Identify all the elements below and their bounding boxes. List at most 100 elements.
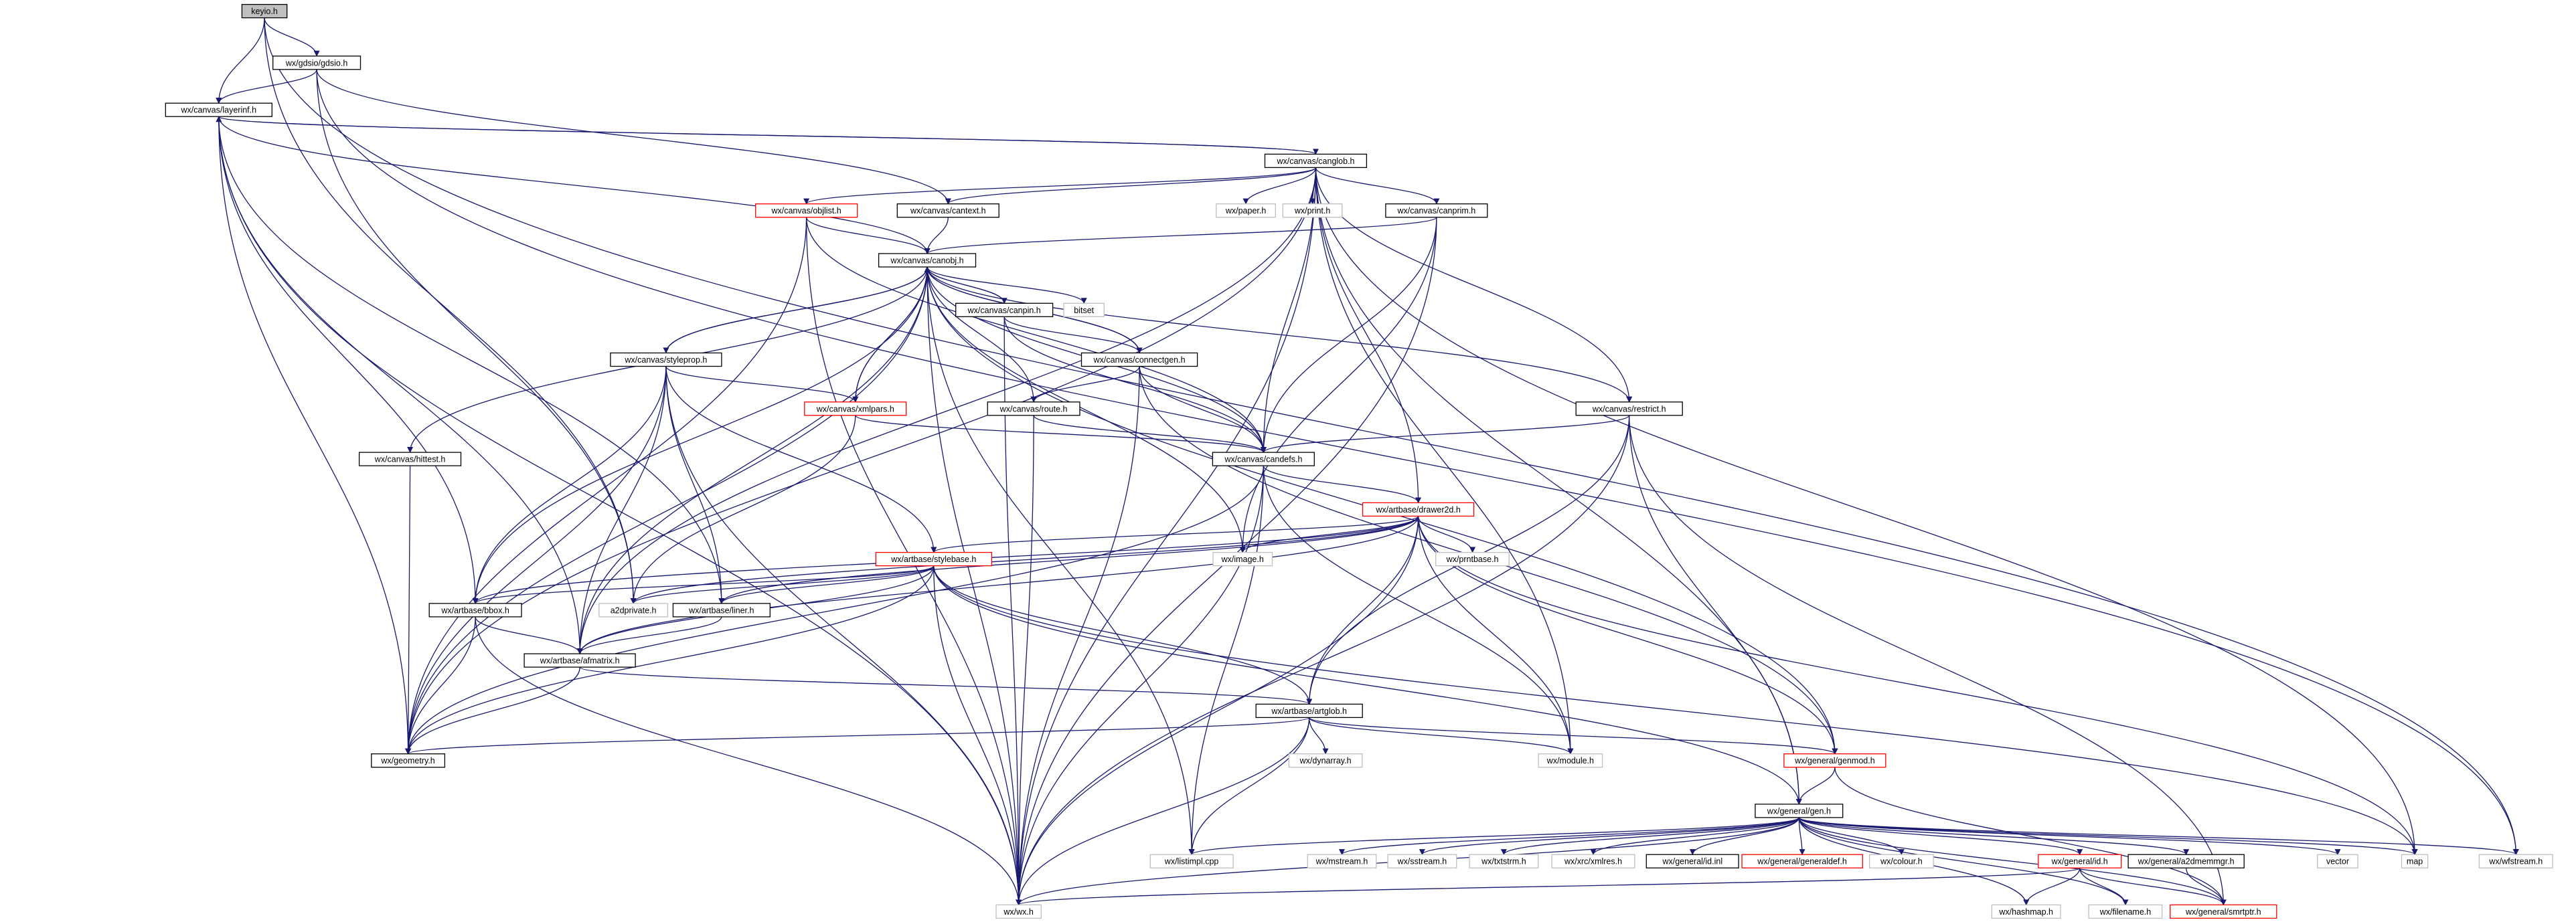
node-filename[interactable]: wx/filename.h (2088, 904, 2163, 919)
edge-canobj-to-afmatrix (576, 266, 928, 654)
edge-objlist-to-canobj (805, 217, 931, 254)
node-box (896, 203, 999, 218)
node-label: wx/artbase/liner.h (688, 606, 754, 615)
edge-keyio-to-gdsio (264, 17, 320, 57)
edge-candefs-to-listimpl (1188, 466, 1265, 856)
edge-a2dmemmgr-to-smrtptr (2186, 868, 2227, 906)
node-canglob[interactable]: wx/canvas/canglob.h (1264, 153, 1368, 169)
node-canobj[interactable]: wx/canvas/canobj.h (878, 253, 977, 268)
edge-objlist-to-candefs (805, 217, 1267, 453)
node-geometry[interactable]: wx/geometry.h (371, 753, 446, 768)
node-sstream[interactable]: wx/sstream.h (1387, 854, 1457, 868)
node-connectgen[interactable]: wx/canvas/connectgen.h (1080, 352, 1198, 367)
edge-keyio-to-wfstream (264, 17, 2519, 856)
node-stylebase[interactable]: wx/artbase/stylebase.h (875, 551, 993, 567)
node-canpin[interactable]: wx/canvas/canpin.h (955, 302, 1054, 317)
node-bitset[interactable]: bitset (1063, 302, 1105, 317)
node-label: wx/artbase/artglob.h (1271, 707, 1347, 716)
node-label: vector (2326, 857, 2349, 866)
node-box (1063, 302, 1105, 317)
node-box (358, 452, 462, 466)
dependency-edges (216, 17, 2519, 906)
node-label: wx/xrc/xmlres.h (1564, 857, 1622, 866)
node-styleprop[interactable]: wx/canvas/styleprop.h (610, 352, 722, 367)
node-route[interactable]: wx/canvas/route.h (987, 401, 1080, 416)
node-wfstream[interactable]: wx/wfstream.h (2478, 854, 2553, 868)
edge-canglob-to-drawer2d (1315, 167, 1422, 504)
node-box (1991, 904, 2061, 919)
edge-restrict-to-smrtptr (1629, 415, 2227, 906)
edge-gdsio-to-cantext (316, 69, 951, 205)
node-print[interactable]: wx/print.h (1282, 203, 1343, 218)
edge-stylebase-to-gen (933, 565, 1802, 805)
node-label: a2dprivate.h (611, 606, 657, 615)
node-keyio[interactable]: keyio.h (241, 3, 288, 19)
edge-drawer2d-to-genmod (1417, 516, 1838, 755)
node-box (1255, 703, 1363, 719)
node-smrtptr[interactable]: wx/general/smrtptr.h (2170, 904, 2277, 919)
node-hittest[interactable]: wx/canvas/hittest.h (358, 452, 462, 466)
node-box (241, 3, 288, 19)
node-genmod[interactable]: wx/general/genmod.h (1783, 753, 1886, 768)
edge-idh-to-hashmap (2023, 868, 2081, 906)
node-box (1149, 854, 1234, 868)
node-vector[interactable]: vector (2317, 854, 2358, 868)
node-label: wx/txtstrm.h (1481, 857, 1526, 866)
node-colour[interactable]: wx/colour.h (1868, 854, 1934, 868)
node-cantext[interactable]: wx/canvas/cantext.h (896, 203, 999, 218)
node-map[interactable]: map (2401, 854, 2429, 868)
node-label: wx/artbase/drawer2d.h (1375, 505, 1461, 515)
node-bbox[interactable]: wx/artbase/bbox.h (428, 603, 522, 618)
edge-drawer2d-to-artglob (1306, 516, 1419, 705)
edge-stylebase-to-a2dprivate (630, 565, 935, 604)
node-restrict[interactable]: wx/canvas/restrict.h (1575, 401, 1683, 416)
node-box (1783, 753, 1886, 768)
node-hashmap[interactable]: wx/hashmap.h (1991, 904, 2061, 919)
edge-stylebase-to-bbox (472, 565, 935, 604)
edge-gen-to-a2dmemmgr (1798, 817, 2190, 856)
node-label: wx/canvas/objlist.h (771, 206, 841, 215)
node-prntbase[interactable]: wx/prntbase.h (1435, 551, 1510, 567)
node-box (524, 653, 636, 668)
edge-artglob-to-geometry (405, 717, 1310, 755)
node-idh[interactable]: wx/general/id.h (2038, 854, 2122, 868)
node-objlist[interactable]: wx/canvas/objlist.h (755, 203, 858, 218)
edge-gen-to-txtstrm (1501, 817, 1799, 856)
edge-gen-to-xmlgen (1689, 817, 1799, 856)
node-mstream[interactable]: wx/mstream.h (1307, 854, 1377, 868)
node-canprim[interactable]: wx/canvas/canprim.h (1385, 203, 1488, 218)
node-image[interactable]: wx/image.h (1212, 551, 1273, 567)
node-layerinf[interactable]: wx/canvas/layerinf.h (165, 102, 272, 117)
node-wxh[interactable]: wx/wx.h (995, 904, 1042, 919)
node-liner[interactable]: wx/artbase/liner.h (672, 603, 771, 618)
node-xmlgen[interactable]: wx/general/id.inl (1645, 854, 1739, 868)
edge-canprim-to-canobj (924, 217, 1437, 254)
node-paper[interactable]: wx/paper.h (1216, 203, 1276, 218)
node-xmlres[interactable]: wx/xrc/xmlres.h (1551, 854, 1635, 868)
node-gen[interactable]: wx/general/gen.h (1755, 804, 1844, 818)
node-a2dprivate[interactable]: a2dprivate.h (598, 603, 669, 618)
edge-gen-to-generaldef (1798, 817, 1805, 856)
node-gdsio[interactable]: wx/gdsio/gdsio.h (272, 56, 361, 70)
node-box (755, 203, 858, 218)
edge-gen-to-vector (1798, 817, 2341, 856)
node-artglob[interactable]: wx/artbase/artglob.h (1255, 703, 1363, 719)
node-module[interactable]: wx/module.h (1538, 753, 1603, 768)
edge-artglob-to-module (1309, 717, 1574, 755)
node-label: wx/canvas/xmlpars.h (816, 404, 894, 413)
node-box (1755, 804, 1844, 818)
node-a2dmemmgr[interactable]: wx/general/a2dmemmgr.h (2127, 854, 2245, 868)
node-drawer2d[interactable]: wx/artbase/drawer2d.h (1362, 502, 1475, 517)
node-txtstrm[interactable]: wx/txtstrm.h (1469, 854, 1539, 868)
node-label: wx/canvas/styleprop.h (624, 355, 707, 365)
node-candefs[interactable]: wx/canvas/candefs.h (1212, 452, 1315, 466)
edge-idh-to-smrtptr (2079, 867, 2227, 906)
node-afmatrix[interactable]: wx/artbase/afmatrix.h (524, 653, 636, 668)
node-dynarray[interactable]: wx/dynarray.h (1288, 753, 1363, 768)
edge-keyio-to-layerinf (216, 17, 265, 104)
node-generaldef[interactable]: wx/general/generaldef.h (1741, 854, 1863, 868)
node-box (1307, 854, 1377, 868)
node-xmlpars[interactable]: wx/canvas/xmlpars.h (804, 401, 907, 416)
node-listimpl[interactable]: wx/listimpl.cpp (1149, 854, 1234, 868)
node-label: wx/listimpl.cpp (1164, 857, 1219, 866)
